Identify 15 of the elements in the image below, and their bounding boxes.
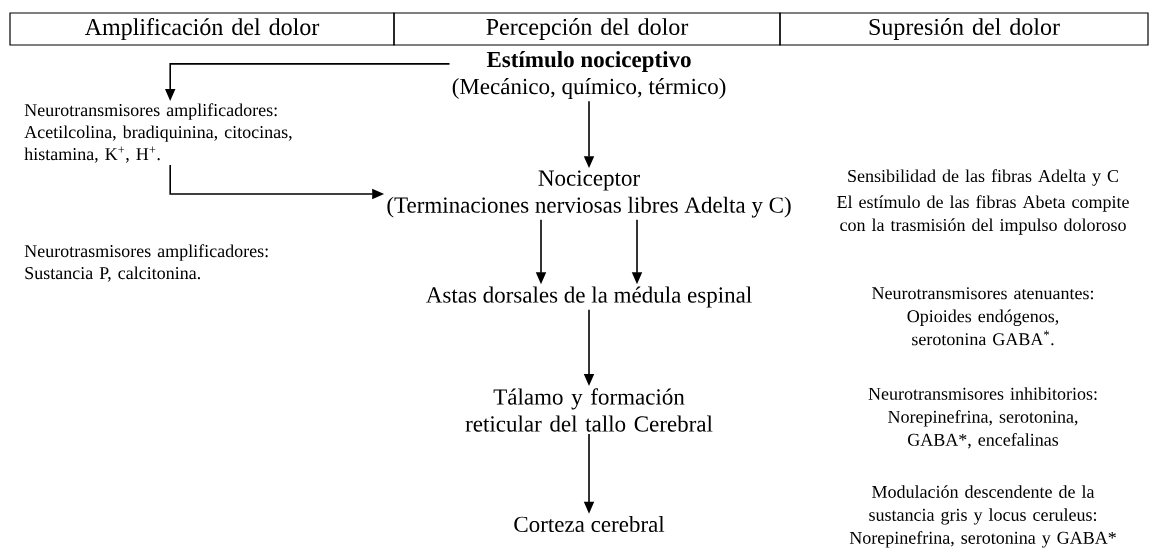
- nociceptor-text: Nociceptor (Terminaciones nerviosas libres Adelta y C): [387, 170, 791, 218]
- spinal-cord-text: Astas dorsales de la médula espinal: [426, 286, 752, 308]
- amplifier-text: Neurotrasmisores amplificadores: Sustancia P, calcitonina.: [24, 244, 268, 282]
- annotation-text: Neurotransmisores inhibitorios: Norepinefrina, serotonina, GABA*, encefalinas: [868, 387, 1097, 449]
- header-cell: Percepción del dolor: [393, 12, 781, 46]
- stimulus-text: Estímulo nociceptivo (Mecánico, químico, térmico): [452, 51, 726, 99]
- annotation-text: Modulación descendente de la sustancia gris y locus ceruleus: Norepinefrina, serotonina y GABA*: [849, 485, 1116, 548]
- header-cell: Supresión del dolor: [779, 12, 1149, 46]
- amplifier-text: Neurotransmisores amplificadores: Acetilcolina, bradiquinina, citocinas, histamina, K$^{+}$, H$^{+}$.: [24, 103, 292, 163]
- annotation-text: El estímulo de las fibras Abeta compite con la trasmisión del impulso doloroso: [837, 195, 1129, 235]
- annotation-text: Neurotransmisores atenuantes: Opioides endógenos, serotonina GABA$^{*}$.: [872, 287, 1094, 346]
- header-cell: Amplificación del dolor: [9, 12, 395, 46]
- annotation-text: Sensibilidad de las fibras Adelta y C: [848, 169, 1118, 186]
- cortex-text: Corteza cerebral: [514, 515, 665, 533]
- thalamus-text: Tálamo y formación reticular del tallo Cerebral: [465, 388, 713, 432]
